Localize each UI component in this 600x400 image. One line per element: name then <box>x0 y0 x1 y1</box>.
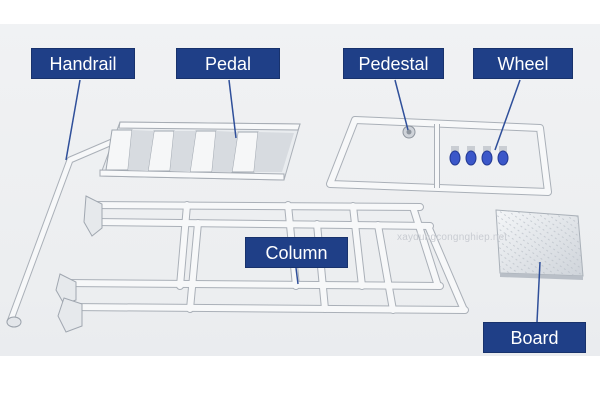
handrail-part <box>6 138 116 328</box>
watermark-text: xaydungcongnghiep.net <box>397 232 508 243</box>
top-margin <box>0 0 600 24</box>
pedal-part <box>99 121 301 181</box>
handrail-label: Handrail <box>31 48 135 79</box>
wheel-parts <box>449 146 509 166</box>
leader-lines <box>65 79 541 323</box>
board-label: Board <box>483 322 586 353</box>
bottom-margin <box>0 356 600 400</box>
column-label: Column <box>245 237 348 268</box>
pedestal-part <box>326 116 552 196</box>
board-part <box>495 209 584 280</box>
pedal-label: Pedal <box>176 48 280 79</box>
column-parts <box>55 195 469 333</box>
wheel-label: Wheel <box>473 48 573 79</box>
pedestal-label: Pedestal <box>343 48 444 79</box>
